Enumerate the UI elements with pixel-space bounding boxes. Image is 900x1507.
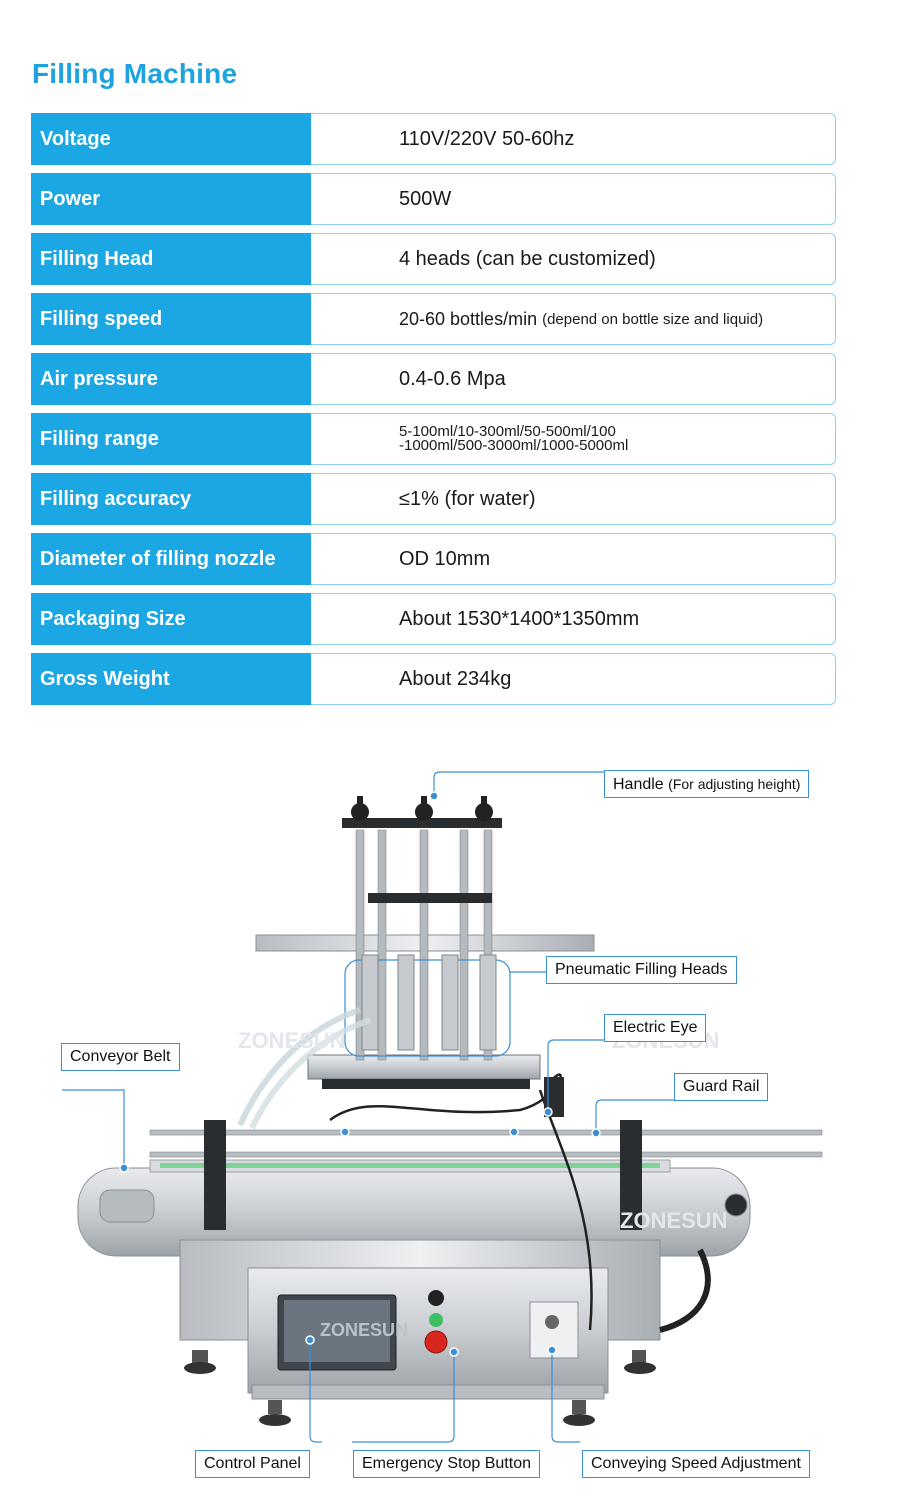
label-control-panel: Control Panel <box>195 1450 310 1478</box>
watermark-text: ZONESUN <box>238 1028 346 1053</box>
label-handle-note: (For adjusting height) <box>668 776 801 792</box>
spec-row-nozzle-diameter: Diameter of filling nozzle OD 10mm <box>31 533 836 585</box>
spec-value: 5-100ml/10-300ml/50-500ml/100 -1000ml/50… <box>311 413 836 465</box>
spec-row-filling-range: Filling range 5-100ml/10-300ml/50-500ml/… <box>31 413 836 465</box>
spec-value-line2: -1000ml/500-3000ml/1000-5000ml <box>399 437 629 454</box>
spec-key: Air pressure <box>31 353 311 405</box>
spec-row-air-pressure: Air pressure 0.4-0.6 Mpa <box>31 353 836 405</box>
spec-value: 110V/220V 50-60hz <box>311 113 836 165</box>
spec-row-voltage: Voltage 110V/220V 50-60hz <box>31 113 836 165</box>
page-title: Filling Machine <box>32 58 238 89</box>
spec-key: Packaging Size <box>31 593 311 645</box>
spec-key: Filling speed <box>31 293 311 345</box>
label-conveyor-belt: Conveyor Belt <box>61 1043 180 1071</box>
spec-key: Power <box>31 173 311 225</box>
spec-row-power: Power 500W <box>31 173 836 225</box>
spec-row-packaging-size: Packaging Size About 1530*1400*1350mm <box>31 593 836 645</box>
spec-value: 0.4-0.6 Mpa <box>311 353 836 405</box>
spec-value-line1: 5-100ml/10-300ml/50-500ml/100 <box>399 423 616 440</box>
label-pneumatic-filling-heads: Pneumatic Filling Heads <box>546 956 737 984</box>
watermark-text: ZONESUN <box>620 1208 728 1233</box>
label-guard-rail: Guard Rail <box>674 1073 769 1101</box>
spec-row-filling-head: Filling Head 4 heads (can be customized) <box>31 233 836 285</box>
spec-row-gross-weight: Gross Weight About 234kg <box>31 653 836 705</box>
spec-value: About 1530*1400*1350mm <box>311 593 836 645</box>
spec-value: About 234kg <box>311 653 836 705</box>
spec-value: 500W <box>311 173 836 225</box>
spec-key: Diameter of filling nozzle <box>31 533 311 585</box>
spec-key: Filling range <box>31 413 311 465</box>
spec-value: OD 10mm <box>311 533 836 585</box>
spec-key: Filling Head <box>31 233 311 285</box>
spec-row-filling-speed: Filling speed 20-60 bottles/min (depend … <box>31 293 836 345</box>
spec-key: Voltage <box>31 113 311 165</box>
spec-value: 20-60 bottles/min (depend on bottle size… <box>311 293 836 345</box>
label-handle-text: Handle <box>613 776 664 793</box>
machine-photo: ZONESUN ZONESUN ZONESUN ZONESUN <box>62 771 823 1443</box>
spec-value-note: (depend on bottle size and liquid) <box>542 310 764 328</box>
spec-row-filling-accuracy: Filling accuracy ≤1% (for water) <box>31 473 836 525</box>
spec-key: Gross Weight <box>31 653 311 705</box>
spec-value: 4 heads (can be customized) <box>311 233 836 285</box>
label-electric-eye: Electric Eye <box>604 1014 707 1042</box>
spec-value-main: 20-60 bottles/min <box>399 308 538 329</box>
watermark-text: ZONESUN <box>320 1320 408 1340</box>
spec-key: Filling accuracy <box>31 473 311 525</box>
label-conveying-speed-adjustment: Conveying Speed Adjustment <box>582 1450 810 1478</box>
label-emergency-stop-button: Emergency Stop Button <box>353 1450 540 1478</box>
spec-value: ≤1% (for water) <box>311 473 836 525</box>
label-handle: Handle (For adjusting height) <box>604 770 810 798</box>
